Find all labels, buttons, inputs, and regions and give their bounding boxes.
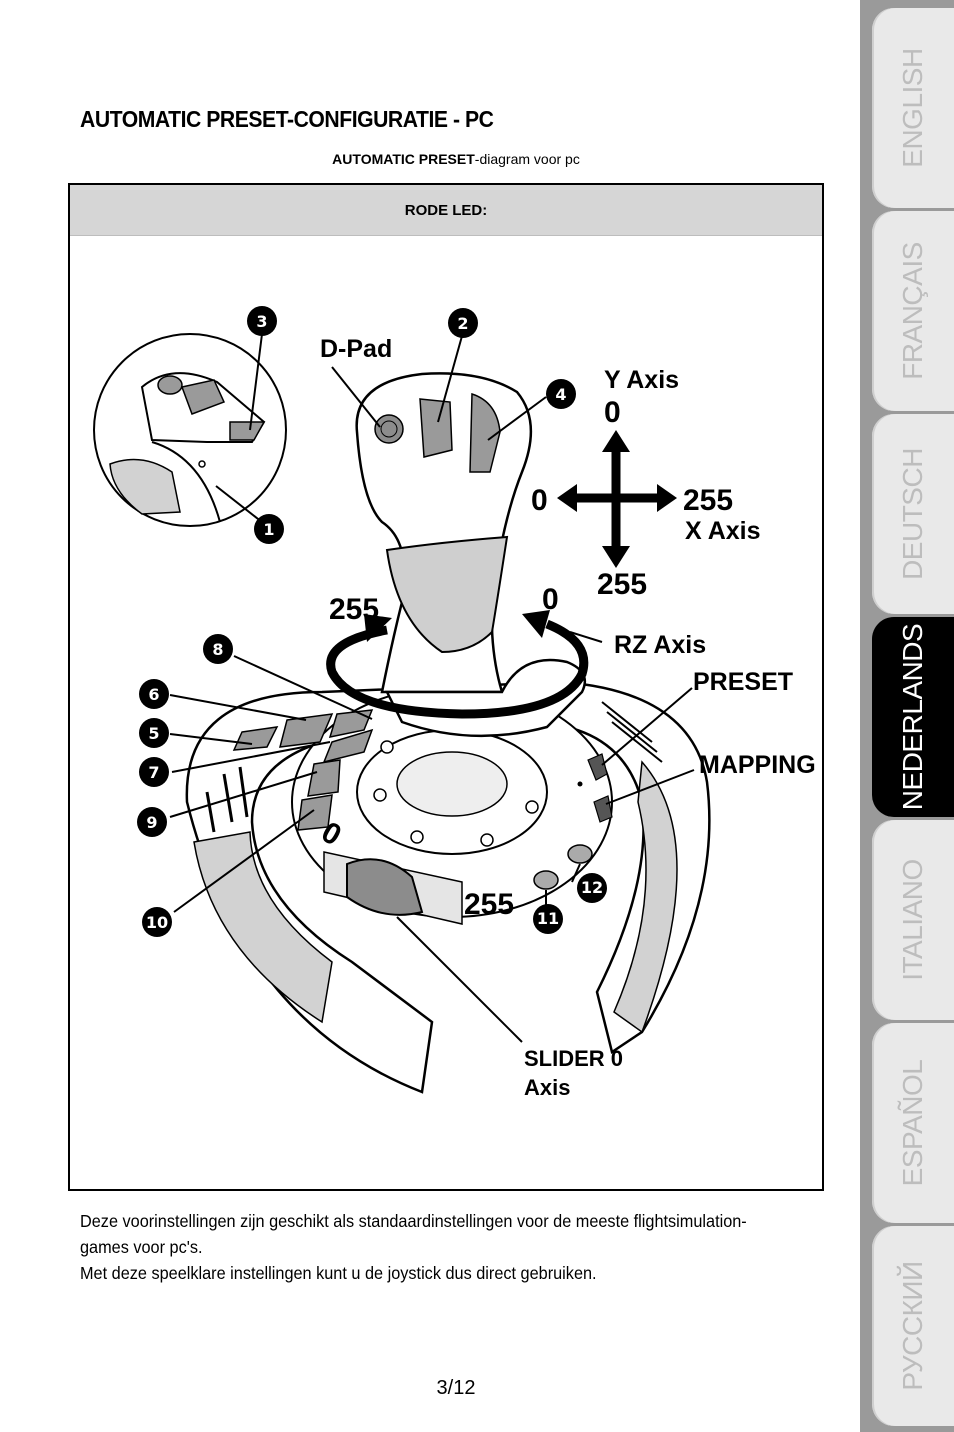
- number-badges: 3 1 2 4 8 6 5 7 9 10 11 12: [137, 306, 607, 937]
- badge-12: 12: [577, 873, 607, 903]
- diagram-panel: RODE LED:: [68, 183, 824, 1191]
- tab-italiano[interactable]: ITALIANO: [872, 820, 954, 1020]
- tab-label-deutsch: DEUTSCH: [897, 448, 928, 580]
- svg-text:8: 8: [212, 640, 223, 659]
- caption-rest: -diagram voor pc: [474, 151, 580, 167]
- svg-text:2: 2: [457, 314, 468, 333]
- body-line-1: Deze voorinstellingen zijn geschikt als …: [80, 1211, 747, 1231]
- svg-text:12: 12: [581, 878, 603, 897]
- svg-text:7: 7: [148, 763, 159, 782]
- body-line-3: Met deze speelklare instellingen kunt u …: [80, 1263, 597, 1283]
- tab-label-francais: FRANÇAIS: [897, 242, 928, 380]
- badge-10: 10: [142, 907, 172, 937]
- svg-text:9: 9: [146, 813, 157, 832]
- y-axis-label: Y Axis: [604, 366, 679, 394]
- preset-label: PRESET: [693, 668, 793, 696]
- joystick-stick: [355, 372, 587, 738]
- svg-text:6: 6: [148, 685, 159, 704]
- badge-4: 4: [546, 379, 576, 409]
- rz-axis-label: RZ Axis: [614, 631, 706, 659]
- x-axis-label: X Axis: [685, 517, 761, 545]
- mapping-label: MAPPING: [699, 751, 816, 779]
- badge-8: 8: [203, 634, 233, 664]
- slider-max-label: 255: [464, 888, 514, 921]
- slider-label-line2: Axis: [524, 1075, 570, 1100]
- xy-axis-arrows: [557, 430, 677, 568]
- tab-english[interactable]: ENGLISH: [872, 8, 954, 208]
- diagram-caption: AUTOMATIC PRESET-diagram voor pc: [0, 151, 912, 167]
- joystick-base: [185, 680, 711, 1094]
- y-axis-min: 0: [604, 396, 621, 429]
- caption-bold: AUTOMATIC PRESET: [332, 151, 475, 167]
- leader-lines: [169, 333, 695, 1043]
- y-axis-max: 255: [597, 568, 647, 601]
- tab-espanol[interactable]: ESPAÑOL: [872, 1023, 954, 1223]
- rz-axis-min: 255: [329, 593, 379, 626]
- tab-label-russian: РУССКИЙ: [897, 1261, 928, 1391]
- page-title: AUTOMATIC PRESET-CONFIGURATIE - PC: [80, 106, 494, 132]
- slider-label-line1: SLIDER 0: [524, 1046, 623, 1071]
- badge-1: 1: [254, 514, 284, 544]
- tab-label-english: ENGLISH: [897, 48, 928, 168]
- svg-text:5: 5: [148, 724, 159, 743]
- badge-3: 3: [247, 306, 277, 336]
- tab-francais[interactable]: FRANÇAIS: [872, 211, 954, 411]
- body-line-2: games voor pc's.: [80, 1237, 203, 1257]
- tab-russian[interactable]: РУССКИЙ: [872, 1226, 954, 1426]
- tab-label-nederlands: NEDERLANDS: [897, 623, 928, 811]
- tab-deutsch[interactable]: DEUTSCH: [872, 414, 954, 614]
- badge-7: 7: [139, 757, 169, 787]
- joystick-diagram: 3 1 2 4 8 6 5 7 9 10 11 12 D-Pad Y Axis …: [93, 306, 816, 1100]
- badge-2: 2: [448, 308, 478, 338]
- badge-5: 5: [139, 718, 169, 748]
- tab-label-espanol: ESPAÑOL: [897, 1059, 928, 1187]
- svg-text:3: 3: [256, 312, 267, 331]
- badge-9: 9: [137, 807, 167, 837]
- svg-text:11: 11: [537, 909, 559, 928]
- rz-axis-max: 0: [542, 583, 559, 616]
- svg-text:4: 4: [555, 385, 566, 404]
- x-axis-max: 255: [683, 484, 733, 517]
- tab-nederlands[interactable]: NEDERLANDS: [872, 617, 954, 817]
- language-tabs: ENGLISH FRANÇAIS DEUTSCH NEDERLANDS ITAL…: [860, 0, 954, 1432]
- tab-label-italiano: ITALIANO: [897, 859, 928, 981]
- panel-header: RODE LED:: [70, 185, 822, 236]
- rz-rotation-arrow: [326, 610, 589, 719]
- trigger-detail-inset: [93, 333, 287, 527]
- svg-text:1: 1: [263, 520, 274, 539]
- svg-text:10: 10: [146, 913, 168, 932]
- x-axis-min: 0: [531, 484, 548, 517]
- badge-11: 11: [533, 904, 563, 934]
- dpad-label: D-Pad: [320, 335, 392, 363]
- body-text: Deze voorinstellingen zijn geschikt als …: [80, 1208, 787, 1286]
- page-number: 3/12: [436, 1377, 476, 1399]
- badge-6: 6: [139, 679, 169, 709]
